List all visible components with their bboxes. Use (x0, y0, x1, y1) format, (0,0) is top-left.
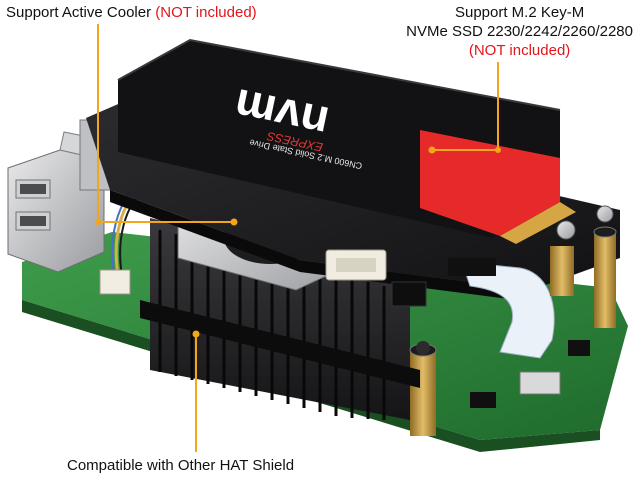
ssd-not-included: (NOT included) (468, 42, 571, 59)
cooler-callout-label: Support Active Cooler (NOT included) (6, 3, 257, 22)
gpio-header (140, 300, 420, 388)
ssd-label-line2: NVMe SSD 2230/2242/2260/2280 (406, 23, 633, 40)
cooler-not-included: (NOT included) (155, 4, 257, 21)
hat-callout-label: Compatible with Other HAT Shield (67, 457, 295, 474)
ssd-label-line1: Support M.2 Key-M (454, 4, 585, 21)
cooler-label-text: Support Active Cooler (6, 4, 156, 21)
brass-standoffs (409, 205, 617, 436)
nvme-ssd: nvm EXPRESS CN600 M.2 Solid State Drive (117, 38, 576, 244)
ssd-callout-label: Support M.2 Key-M NVMe SSD 2230/2242/226… (406, 3, 633, 60)
callout-lines (95, 24, 501, 452)
